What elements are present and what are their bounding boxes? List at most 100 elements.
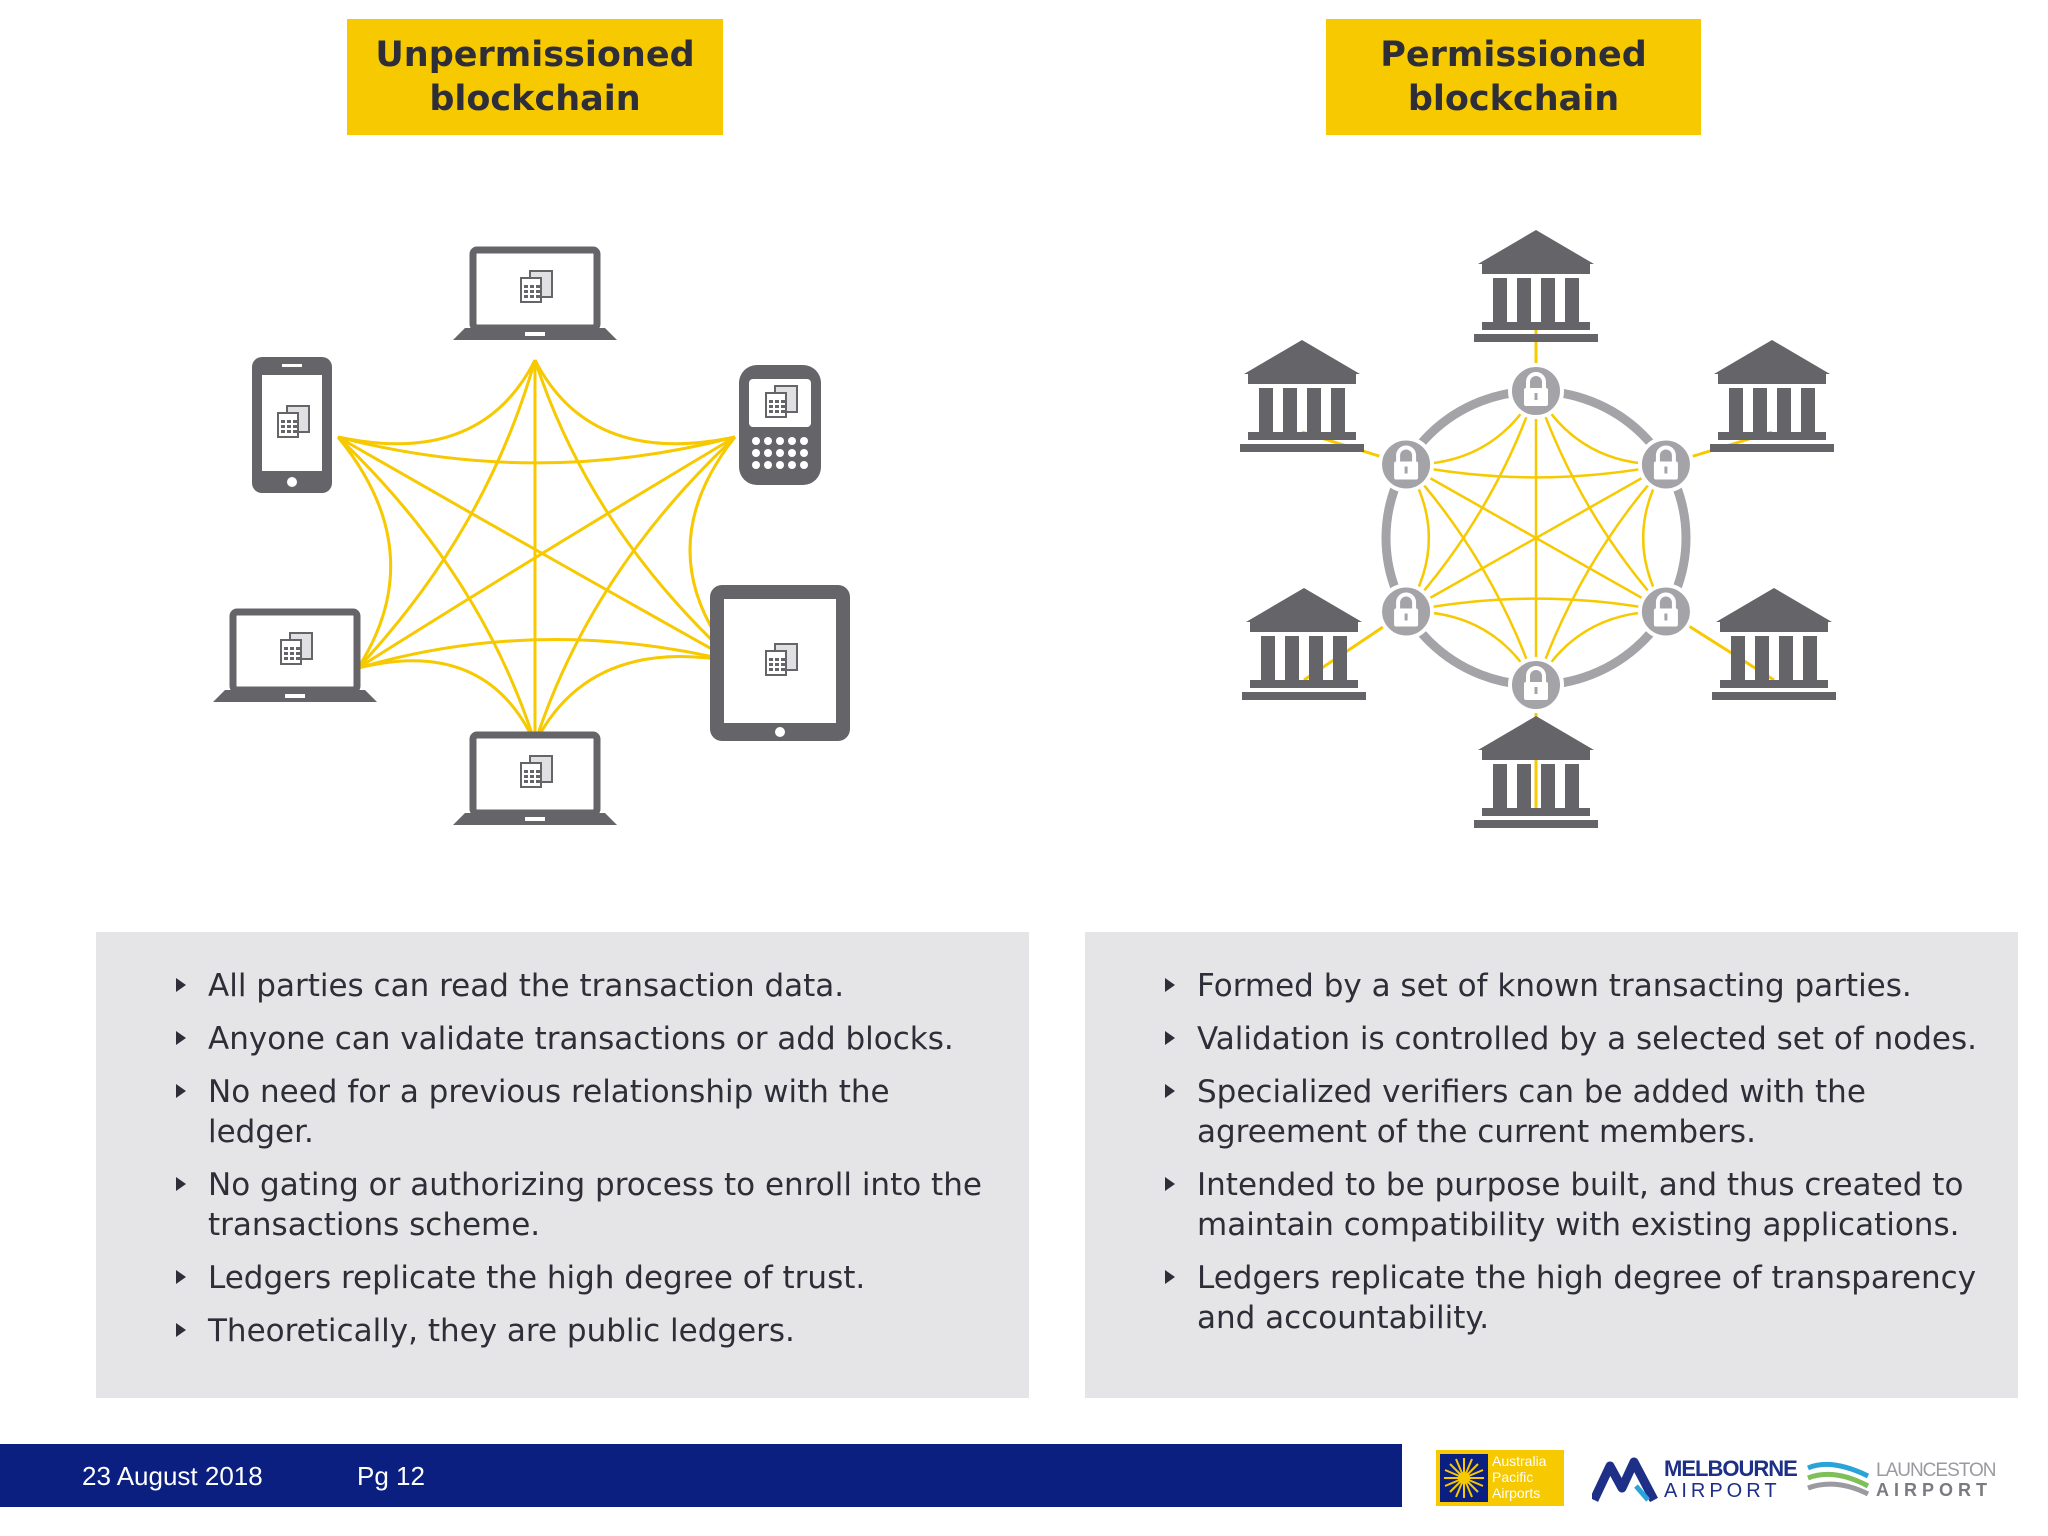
unpermissioned-network-diagram	[213, 246, 850, 825]
list-item-text: No gating or authorizing process to enro…	[208, 1167, 982, 1243]
laptop-icon	[453, 246, 617, 340]
list-item: Formed by a set of known transacting par…	[1165, 966, 1978, 1006]
connection-line	[337, 435, 736, 664]
launceston-logo-sub: AIRPORT	[1876, 1480, 1992, 1500]
bullet-icon	[176, 1031, 186, 1045]
laptop-icon	[213, 608, 377, 702]
laptop-icon	[453, 731, 617, 825]
list-item-text: Validation is controlled by a selected s…	[1197, 1021, 1977, 1057]
bullet-icon	[1165, 1031, 1175, 1045]
lock-icon	[1378, 436, 1435, 493]
melbourne-logo-sub: AIRPORT	[1664, 1480, 1781, 1502]
bank-icon	[1474, 716, 1598, 828]
list-item-text: Ledgers replicate the high degree of tru…	[208, 1260, 866, 1296]
list-item: Ledgers replicate the high degree of tra…	[1165, 1258, 1978, 1338]
apa-logo-text: Australia Pacific Airports	[1492, 1453, 1547, 1501]
list-item: No need for a previous relationship with…	[176, 1072, 989, 1152]
lock-icon	[1637, 436, 1694, 493]
lock-icon	[1378, 583, 1435, 640]
footer-bar: 23 August 2018 Pg 12	[0, 1444, 1402, 1507]
list-item: Specialized verifiers can be added with …	[1165, 1072, 1978, 1152]
connection-line	[337, 359, 537, 446]
permissioned-features-list: Formed by a set of known transacting par…	[1165, 966, 1978, 1338]
connection-line	[357, 435, 736, 670]
connection-line	[336, 436, 393, 669]
unpermissioned-features-panel: All parties can read the transaction dat…	[96, 932, 1029, 1398]
permissioned-title: Permissioned blockchain	[1326, 19, 1701, 135]
list-item: No gating or authorizing process to enro…	[176, 1165, 989, 1245]
tablet-icon	[710, 585, 850, 741]
permissioned-title-text: Permissioned blockchain	[1380, 35, 1647, 119]
bullet-icon	[1165, 1084, 1175, 1098]
bullet-icon	[176, 1323, 186, 1337]
list-item-text: Specialized verifiers can be added with …	[1197, 1074, 1866, 1150]
bank-icon	[1712, 588, 1836, 700]
wave-icon	[1807, 1461, 1870, 1497]
ledger-docs-icon	[520, 270, 553, 303]
launceston-logo-name: LAUNCESTON	[1876, 1460, 1997, 1481]
melbourne-airport-logo: MELBOURNE AIRPORT	[1589, 1452, 1798, 1506]
list-item-text: Intended to be purpose built, and thus c…	[1197, 1167, 1964, 1243]
bullet-icon	[176, 978, 186, 992]
bullet-icon	[176, 1084, 186, 1098]
bank-icon	[1474, 230, 1598, 342]
connection-line	[357, 638, 736, 670]
list-item-text: Anyone can validate transactions or add …	[208, 1021, 954, 1057]
lock-icon	[1508, 657, 1564, 713]
bullet-icon	[176, 1270, 186, 1284]
connection-line	[1405, 463, 1538, 686]
melbourne-logo-name: MELBOURNE	[1664, 1456, 1798, 1481]
mesh-connections	[336, 359, 737, 744]
ledger-docs-icon	[765, 643, 798, 676]
bullet-icon	[1165, 1270, 1175, 1284]
mountain-m-icon	[1589, 1457, 1658, 1503]
connection-line	[337, 435, 736, 465]
connection-line	[533, 359, 737, 664]
ledger-docs-icon	[765, 385, 798, 418]
bullet-icon	[176, 1177, 186, 1191]
unpermissioned-title: Unpermissioned blockchain	[347, 19, 723, 135]
lock-icon	[1508, 363, 1564, 419]
bullet-icon	[1165, 978, 1175, 992]
connection-line	[1405, 597, 1667, 613]
bank-icon	[1710, 340, 1834, 452]
blackberry-icon	[739, 365, 821, 485]
list-item-text: All parties can read the transaction dat…	[208, 968, 845, 1004]
launceston-airport-logo: LAUNCESTON AIRPORT	[1806, 1450, 1997, 1506]
bank-icon	[1242, 588, 1366, 700]
sun-icon	[1440, 1454, 1488, 1502]
connection-line	[533, 655, 736, 744]
connection-line	[1405, 463, 1667, 479]
unpermissioned-title-text: Unpermissioned blockchain	[375, 35, 695, 119]
ledger-docs-icon	[277, 405, 310, 438]
validator-mesh	[1405, 390, 1667, 686]
permissioned-features-panel: Formed by a set of known transacting par…	[1085, 932, 2018, 1398]
list-item: Theoretically, they are public ledgers.	[176, 1311, 989, 1351]
list-item: Anyone can validate transactions or add …	[176, 1019, 989, 1059]
bank-icon	[1240, 340, 1364, 452]
connection-line	[356, 359, 537, 670]
ledger-docs-icon	[280, 632, 313, 665]
bullet-icon	[1165, 1177, 1175, 1191]
lock-icon	[1637, 583, 1694, 640]
list-item: Validation is controlled by a selected s…	[1165, 1019, 1978, 1059]
list-item-text: Formed by a set of known transacting par…	[1197, 968, 1912, 1004]
connection-line	[533, 435, 737, 744]
ledger-docs-icon	[520, 755, 553, 788]
permissioned-network-diagram	[1240, 230, 1836, 828]
connection-line	[357, 659, 537, 744]
list-item: All parties can read the transaction dat…	[176, 966, 989, 1006]
list-item: Ledgers replicate the high degree of tru…	[176, 1258, 989, 1298]
list-item-text: Theoretically, they are public ledgers.	[208, 1313, 795, 1349]
unpermissioned-features-list: All parties can read the transaction dat…	[176, 966, 989, 1351]
footer-page-number: Pg 12	[357, 1461, 425, 1491]
connection-line	[1405, 463, 1667, 613]
list-item-text: No need for a previous relationship with…	[208, 1074, 890, 1150]
connection-line	[533, 359, 736, 446]
list-item-text: Ledgers replicate the high degree of tra…	[1197, 1260, 1977, 1336]
footer-date: 23 August 2018	[82, 1461, 263, 1491]
smartphone-icon	[252, 357, 332, 493]
australia-pacific-airports-logo: Australia Pacific Airports	[1436, 1450, 1564, 1506]
connection-line	[336, 435, 537, 744]
list-item: Intended to be purpose built, and thus c…	[1165, 1165, 1978, 1245]
